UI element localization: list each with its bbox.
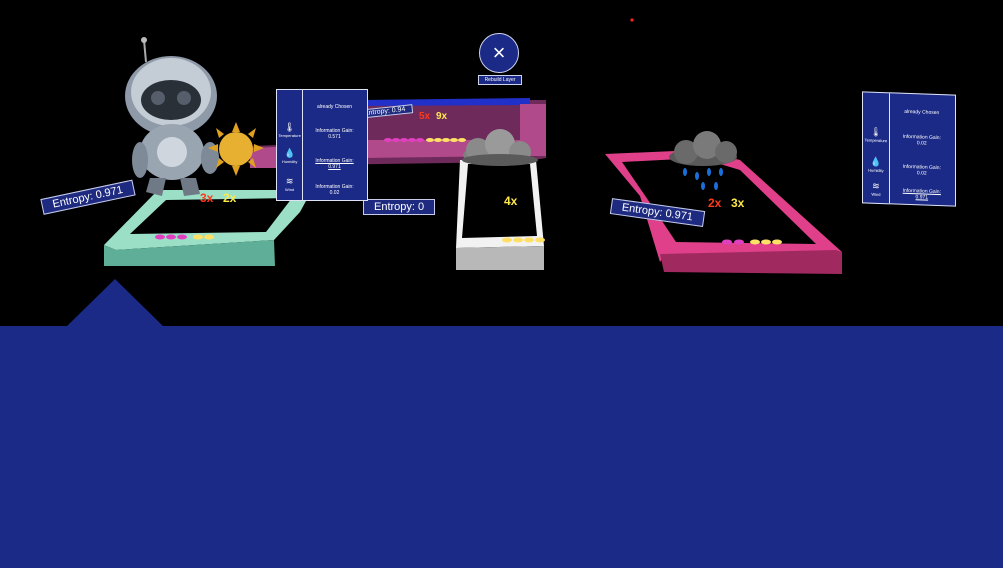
thermometer-icon: 🌡 xyxy=(870,126,882,138)
attribute-column: 🌡Temperature 💧Humidity ≋Wind xyxy=(277,90,304,200)
count-red-back: 5x xyxy=(419,111,431,122)
token-row-white xyxy=(502,237,545,243)
frame-highlight-edge xyxy=(364,98,530,106)
attribute-label: Humidity xyxy=(281,159,298,164)
attribute-label: Temperature xyxy=(278,133,301,138)
sun-icon xyxy=(208,122,264,176)
entropy-label-center: Entropy: 0 xyxy=(363,199,436,215)
gain-wind: Information Gain:0.02 xyxy=(315,184,354,196)
attribute-label: Humidity xyxy=(868,167,884,174)
gain-wind: Information Gain:0.971 xyxy=(902,187,941,201)
wind-icon: ≋ xyxy=(285,176,294,186)
attribute-wind[interactable]: ≋Wind xyxy=(277,176,302,192)
attribute-column: 🌡Temperature 💧Humidity ≋Wind xyxy=(863,92,890,204)
humidity-icon: 💧 xyxy=(283,148,296,158)
rebuild-layer-button[interactable]: × xyxy=(479,33,519,73)
attribute-humidity[interactable]: 💧Humidity xyxy=(863,156,889,173)
node-frame-white xyxy=(456,160,544,270)
count-yellow-right: 3x xyxy=(731,196,745,210)
gain-column: already Chosen Information Gain:0.02 Inf… xyxy=(891,93,955,205)
attribute-label: Wind xyxy=(285,187,295,192)
robot-avatar xyxy=(125,37,219,196)
panel-pointer xyxy=(66,279,164,327)
attribute-wind[interactable]: ≋Wind xyxy=(863,180,889,197)
info-panel-right[interactable]: 🌡Temperature 💧Humidity ≋Wind already Cho… xyxy=(862,91,956,207)
token-row-mint xyxy=(155,234,214,240)
rain-cloud-icon xyxy=(669,131,737,190)
close-icon: × xyxy=(492,40,506,65)
already-chosen-label: already Chosen xyxy=(904,108,940,117)
attribute-temperature[interactable]: 🌡Temperature xyxy=(277,122,302,138)
bottom-panel xyxy=(0,326,1003,568)
already-chosen-label: already Chosen xyxy=(316,104,353,110)
gain-temperature: Information Gain:0.02 xyxy=(902,133,941,147)
gain-humidity: Information Gain:0.971 xyxy=(315,158,354,170)
attribute-temperature[interactable]: 🌡Temperature xyxy=(863,126,889,144)
attribute-label: Temperature xyxy=(864,137,888,144)
count-yellow-center: 4x xyxy=(504,194,518,208)
info-panel-left[interactable]: 🌡Temperature 💧Humidity ≋Wind already Cho… xyxy=(276,89,368,201)
humidity-icon: 💧 xyxy=(870,156,882,168)
attribute-label: Wind xyxy=(871,191,881,198)
count-red-right: 2x xyxy=(708,196,722,210)
token-row-pink xyxy=(722,239,782,245)
thermometer-icon: 🌡 xyxy=(283,122,296,132)
node-frame-mint xyxy=(104,190,312,266)
gain-humidity: Information Gain:0.02 xyxy=(902,163,941,177)
gain-column: already Chosen Information Gain:0.571 In… xyxy=(304,90,367,200)
attribute-humidity[interactable]: 💧Humidity xyxy=(277,148,302,164)
count-yellow-left: 2x xyxy=(223,191,237,205)
count-yellow-back: 9x xyxy=(436,111,448,122)
token-row-purple xyxy=(384,138,466,142)
indicator-dot xyxy=(630,18,634,22)
rebuild-layer-label[interactable]: Rebuild Layer xyxy=(478,75,522,85)
gain-temperature: Information Gain:0.571 xyxy=(315,128,354,140)
sample-tokens xyxy=(155,138,782,245)
cloud-icon xyxy=(462,129,538,166)
wind-icon: ≋ xyxy=(872,180,880,191)
count-red-left: 3x xyxy=(200,191,214,205)
